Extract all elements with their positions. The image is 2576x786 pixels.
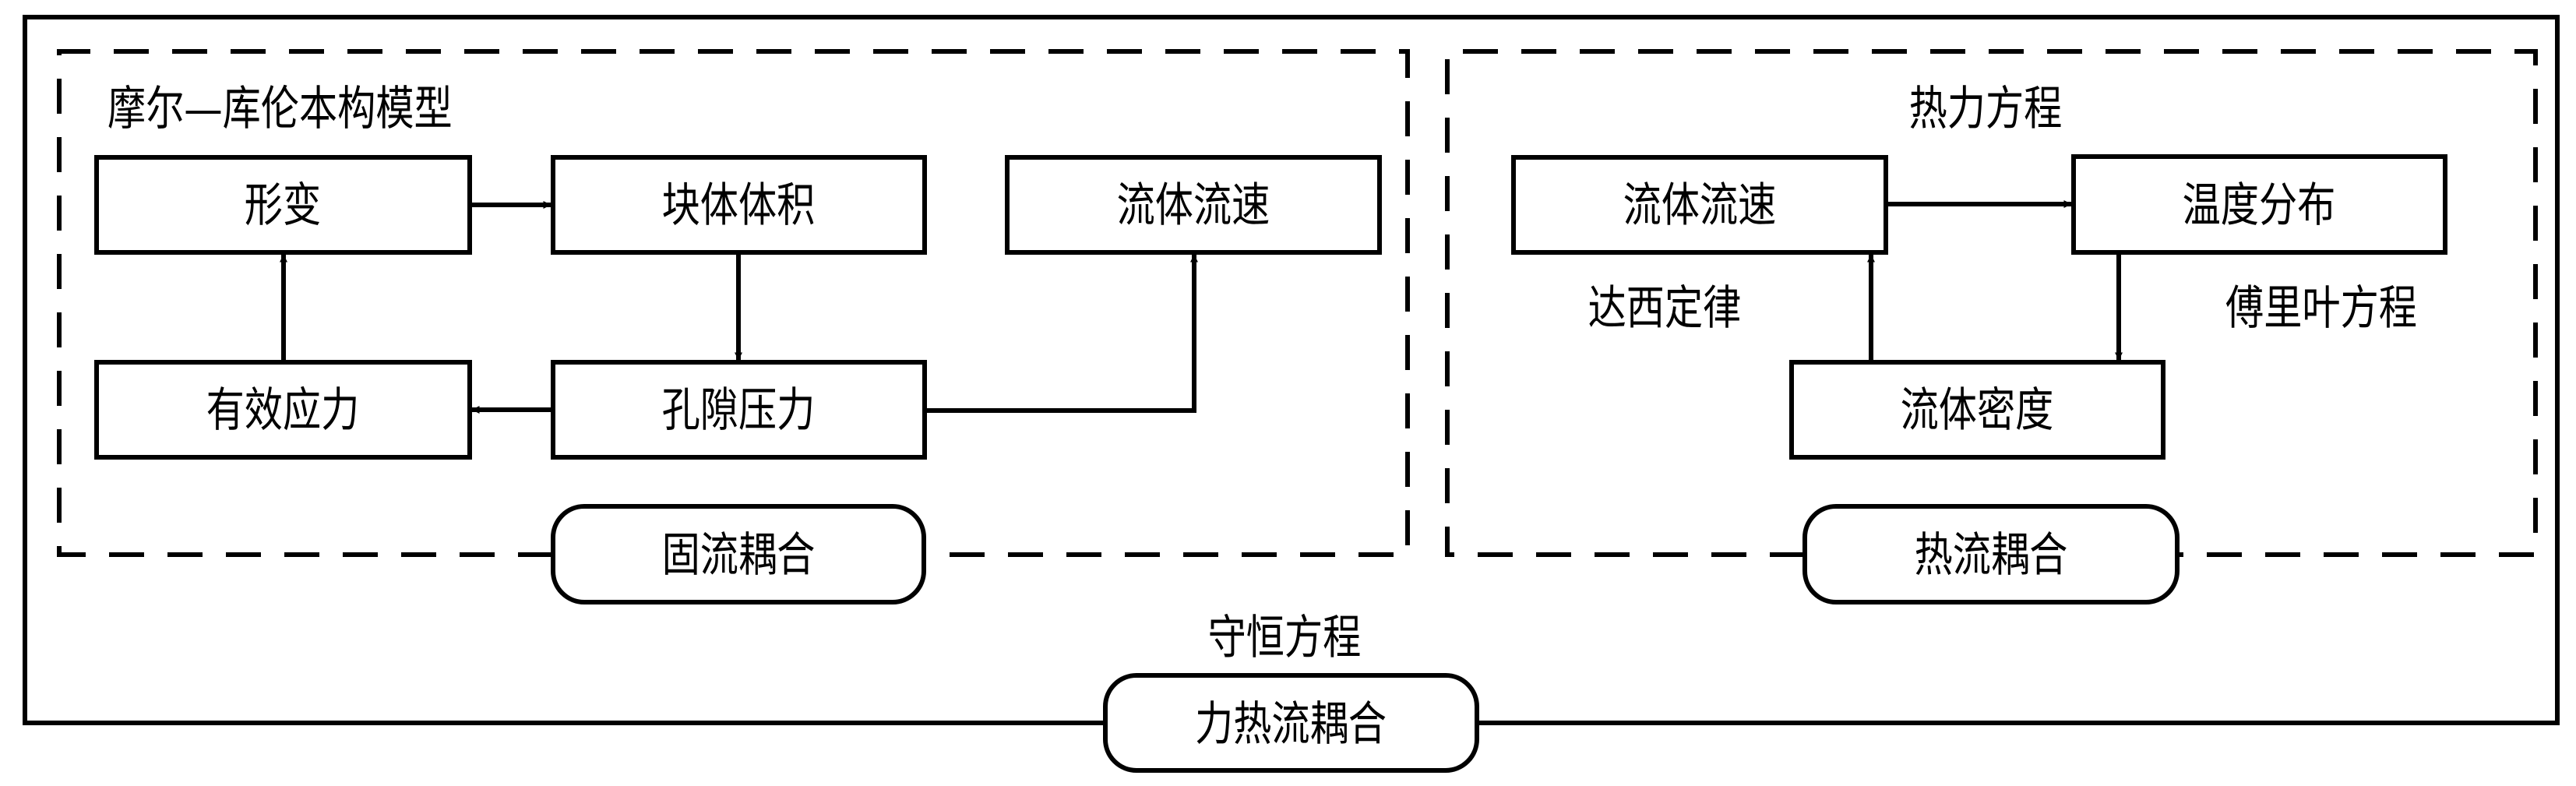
node-label: 孔隙压力 bbox=[662, 382, 816, 437]
outer-equation-label: 守恒方程 bbox=[1208, 610, 1362, 664]
node-box bbox=[94, 155, 472, 255]
node-fluid-velocity-right[interactable]: 流体流速 bbox=[1511, 155, 1888, 255]
node-pore-pressure[interactable]: 孔隙压力 bbox=[551, 360, 927, 460]
edge-pore-pressure-to-fluid-velocity bbox=[925, 254, 1198, 413]
node-box bbox=[94, 360, 472, 460]
outer-frame-border bbox=[23, 15, 2560, 725]
node-label: 流体流速 bbox=[1117, 178, 1270, 232]
node-fluid-velocity-left[interactable]: 流体流速 bbox=[1005, 155, 1382, 255]
group-thermal-fluid-border bbox=[1445, 49, 2538, 557]
node-box bbox=[2071, 154, 2447, 255]
pill-thermal-fluid-coupling[interactable]: 热流耦合 bbox=[1802, 504, 2180, 604]
pill-shape bbox=[1103, 673, 1479, 773]
pill-label: 热流耦合 bbox=[1915, 527, 2068, 582]
group-thermal-fluid bbox=[1445, 49, 2538, 557]
node-deformation[interactable]: 形变 bbox=[94, 155, 472, 255]
pill-thermo-hydro-mechanical-coupling[interactable]: 力热流耦合 bbox=[1103, 673, 1479, 773]
node-box bbox=[1511, 155, 1888, 255]
edge-label-fourier-equation: 傅里叶方程 bbox=[2225, 280, 2417, 335]
pill-shape bbox=[1802, 504, 2180, 604]
node-label: 形变 bbox=[245, 178, 321, 232]
edge-label-darcy-law: 达西定律 bbox=[1588, 280, 1742, 335]
pill-shape bbox=[551, 504, 926, 604]
pill-label: 力热流耦合 bbox=[1195, 696, 1387, 751]
node-label: 有效应力 bbox=[206, 382, 360, 437]
group-solid-fluid bbox=[57, 49, 1410, 557]
node-effective-stress[interactable]: 有效应力 bbox=[94, 360, 472, 460]
group-title-thermal-equation: 热力方程 bbox=[1909, 81, 2063, 136]
node-label: 温度分布 bbox=[2183, 178, 2336, 232]
node-box bbox=[1789, 360, 2165, 460]
outer-frame bbox=[23, 15, 2560, 725]
pill-label: 固流耦合 bbox=[662, 527, 816, 582]
node-label: 流体流速 bbox=[1623, 178, 1777, 232]
node-block-volume[interactable]: 块体体积 bbox=[551, 155, 927, 255]
group-solid-fluid-border-left bbox=[57, 49, 1410, 557]
node-temperature-distribution[interactable]: 温度分布 bbox=[2071, 154, 2447, 255]
group-title-mohr-coulomb: 摩尔—库伦本构模型 bbox=[107, 81, 453, 136]
node-fluid-density[interactable]: 流体密度 bbox=[1789, 360, 2165, 460]
node-box bbox=[1005, 155, 1382, 255]
node-label: 块体体积 bbox=[662, 178, 816, 232]
node-label: 流体密度 bbox=[1901, 382, 2054, 437]
node-box bbox=[551, 155, 927, 255]
pill-solid-fluid-coupling[interactable]: 固流耦合 bbox=[551, 504, 926, 604]
